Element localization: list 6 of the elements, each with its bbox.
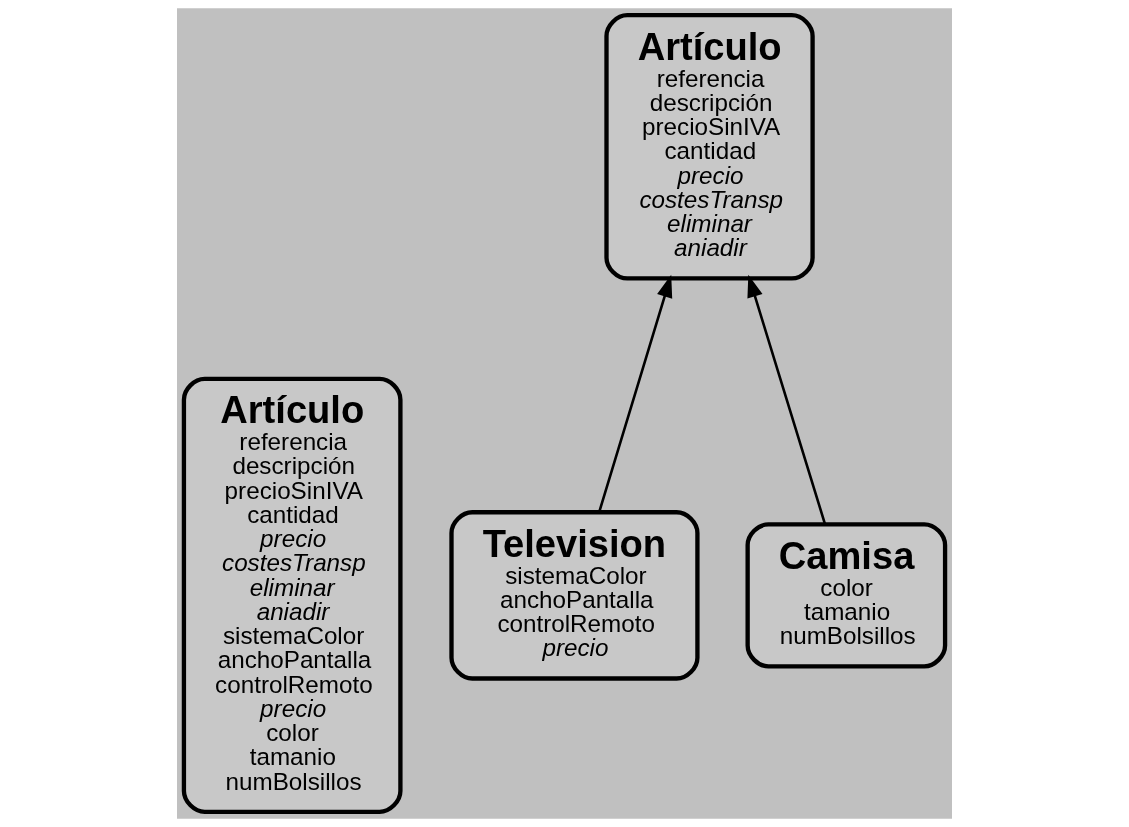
node-box: Artículo referencia descripción precioSinIVA cantidad precio costesTransp eliminar aniadir sistemaColor anchoPantalla controlRemoto precio color tamanio numBolsillos	[181, 376, 403, 814]
node-box: Artículo referencia descripción precioSinIVA cantidad precio costesTransp eliminar aniadir	[604, 13, 815, 281]
node-box: Television sistemaColor anchoPantalla controlRemoto precio	[449, 510, 700, 681]
node-box: Camisa color tamanio numBolsillos	[745, 522, 948, 669]
arrow	[598, 274, 673, 513]
arrow	[747, 274, 827, 525]
